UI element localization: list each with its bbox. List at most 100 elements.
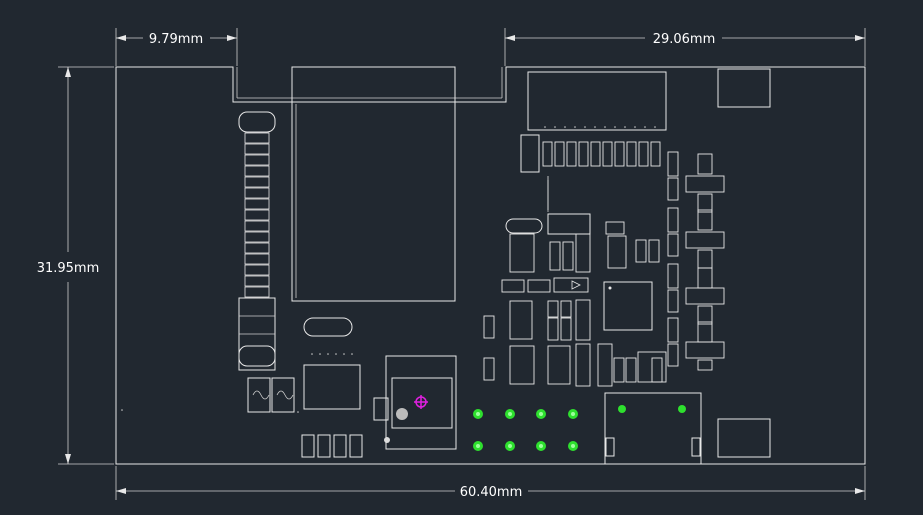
passive-part xyxy=(547,345,571,385)
passive-part xyxy=(607,235,627,269)
right-column-part xyxy=(685,231,725,249)
passive-part xyxy=(527,279,551,293)
passive-part xyxy=(597,343,613,387)
smd-resistor xyxy=(602,141,613,167)
right-column-part xyxy=(685,287,725,305)
passive-part xyxy=(560,317,572,341)
smd-resistor xyxy=(542,141,553,167)
passive-part xyxy=(575,343,591,387)
dimension-label-bottom: 60.40mm xyxy=(460,485,523,500)
right-column-part xyxy=(697,249,713,269)
header-pin xyxy=(244,198,270,210)
passive-part xyxy=(575,299,591,341)
passive-part xyxy=(635,239,647,263)
right-column-part xyxy=(667,263,679,289)
right-column-parts xyxy=(667,151,725,371)
pin-header xyxy=(238,111,276,371)
smd-resistor xyxy=(638,141,649,167)
sensor-pair xyxy=(247,377,295,413)
header-pin xyxy=(244,264,270,276)
smd-resistor-row xyxy=(520,134,661,173)
passive-part xyxy=(509,233,535,273)
passive-part xyxy=(625,357,637,383)
right-column-part xyxy=(667,343,679,367)
right-column-part xyxy=(697,321,713,343)
smd-resistor xyxy=(650,141,661,167)
dimension-top-left: 9.79mm xyxy=(115,28,238,66)
right-column-part xyxy=(697,209,713,231)
header-pin xyxy=(244,165,270,177)
header-pin xyxy=(244,209,270,221)
mounting-pad-bottom-right xyxy=(717,418,771,458)
capacitor-oval-a xyxy=(505,218,543,234)
smd-resistor xyxy=(578,141,589,167)
right-column-part xyxy=(697,153,713,175)
header-pin xyxy=(244,275,270,287)
passive-part xyxy=(483,357,495,381)
inductor xyxy=(303,364,361,410)
marker-icon xyxy=(414,395,428,409)
header-pin xyxy=(244,154,270,166)
small-caps-bottom xyxy=(301,434,363,458)
silkscreen-dots xyxy=(121,126,656,413)
header-pin xyxy=(244,176,270,188)
smd-resistor xyxy=(614,141,625,167)
right-column-part xyxy=(697,193,713,213)
dimension-left: 31.95mm xyxy=(37,66,114,465)
header-pin xyxy=(244,253,270,265)
dimension-top-right: 29.06mm xyxy=(504,28,866,66)
smd-resistor xyxy=(554,141,565,167)
passive-part xyxy=(509,300,533,340)
header-pin xyxy=(244,220,270,232)
dimension-label-top-right: 29.06mm xyxy=(653,32,716,47)
right-column-part xyxy=(697,359,713,371)
mounting-pad-top-right xyxy=(717,68,771,108)
crystal-oval xyxy=(303,317,353,337)
passive-components xyxy=(483,176,667,387)
right-column-part xyxy=(667,317,679,343)
passive-part xyxy=(509,345,535,385)
passive-part xyxy=(553,277,589,293)
passive-part xyxy=(605,221,625,235)
bottom-connector xyxy=(604,392,702,465)
dimension-label-top-left: 9.79mm xyxy=(149,32,203,47)
board-outline xyxy=(115,66,866,465)
passive-part xyxy=(560,300,572,318)
main-ic xyxy=(603,281,653,331)
header-pin xyxy=(244,132,270,144)
right-column-part xyxy=(667,289,679,313)
right-column-part xyxy=(667,233,679,257)
right-column-part xyxy=(667,151,679,177)
passive-part xyxy=(483,315,495,339)
right-column-part xyxy=(685,341,725,359)
dimension-bottom: 60.40mm xyxy=(115,466,866,500)
passive-part xyxy=(651,357,663,383)
diode-symbol xyxy=(571,280,581,290)
antenna-block xyxy=(527,71,667,131)
wifi-module xyxy=(291,66,456,302)
right-column-part xyxy=(697,267,713,289)
smd-resistor xyxy=(566,141,577,167)
passive-part xyxy=(575,233,591,273)
passive-part xyxy=(547,300,559,318)
header-pin xyxy=(244,143,270,155)
passive-part xyxy=(648,239,660,263)
passive-part xyxy=(547,317,559,341)
smd-resistor xyxy=(626,141,637,167)
micro-usb-connector xyxy=(373,355,457,450)
header-pin xyxy=(244,242,270,254)
dimension-label-left: 31.95mm xyxy=(37,261,100,276)
passive-part xyxy=(613,357,625,383)
regulator-ic xyxy=(547,213,591,235)
right-column-part xyxy=(685,175,725,193)
header-pin xyxy=(244,231,270,243)
header-pin xyxy=(244,187,270,199)
passive-part xyxy=(562,241,574,271)
smd-part xyxy=(520,134,540,173)
header-pin xyxy=(244,286,270,298)
via-pad-array xyxy=(473,409,578,451)
right-column-part xyxy=(667,207,679,233)
right-column-part xyxy=(697,305,713,325)
passive-part xyxy=(549,241,561,271)
